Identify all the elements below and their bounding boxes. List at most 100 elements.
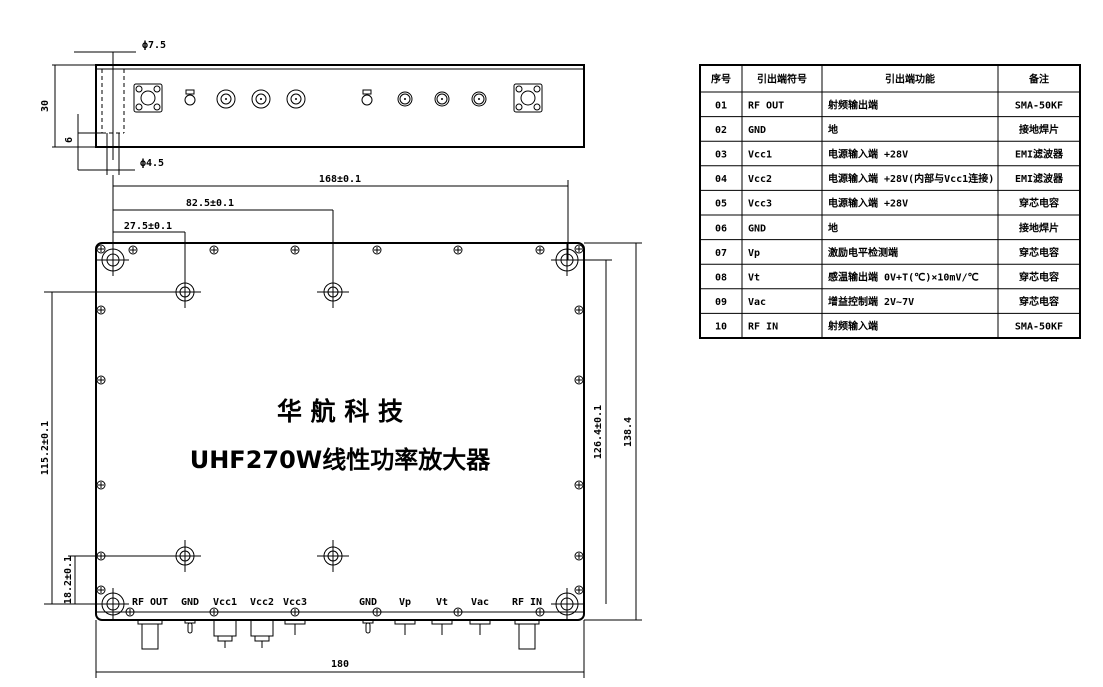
table-cell: EMI滤波器 <box>1015 172 1064 185</box>
pin-label: Vcc1 <box>213 597 237 608</box>
product-title: UHF270W线性功率放大器 <box>190 446 492 474</box>
table-cell: 引出端功能 <box>885 73 935 86</box>
table-cell: 接地焊片 <box>1019 123 1059 136</box>
dim-27-5: 27.5±0.1 <box>124 221 172 232</box>
pin-vp: Vp <box>394 597 416 635</box>
table-cell: 引出端符号 <box>757 73 807 86</box>
pin-gnd: GND <box>181 597 199 634</box>
pin-rf-in: RF IN <box>512 597 542 650</box>
table-cell: 09 <box>715 297 727 308</box>
table-cell: Vcc3 <box>748 199 772 210</box>
side-connector <box>434 91 450 107</box>
pin-label: Vp <box>399 597 411 608</box>
table-cell: 07 <box>715 248 727 259</box>
screw-icon <box>372 245 382 255</box>
table-cell: 增益控制端 2V~7V <box>828 295 914 308</box>
dim-82-5: 82.5±0.1 <box>186 198 234 209</box>
table-row: 09 Vac 增益控制端 2V~7V 穿芯电容 <box>715 295 1059 308</box>
table-cell: 地 <box>828 221 838 234</box>
screw-icon <box>574 551 584 561</box>
dim-phi-4-5: ϕ4.5 <box>140 158 164 169</box>
table-cell: RF OUT <box>748 100 784 111</box>
table-cell: 01 <box>715 100 727 111</box>
side-view: ϕ7.5 ϕ4.5 30 6 <box>40 40 585 175</box>
table-row: 06 GND 地 接地焊片 <box>715 221 1059 234</box>
side-connector <box>216 89 236 109</box>
pin-vcc1: Vcc1 <box>213 597 237 648</box>
table-cell: EMI滤波器 <box>1015 148 1064 161</box>
mounting-hole <box>551 588 583 620</box>
screw-icon <box>96 585 106 595</box>
screw-icon <box>574 480 584 490</box>
side-connector <box>361 89 373 106</box>
dim-138-4: 138.4 <box>623 417 634 447</box>
screw-icon <box>574 585 584 595</box>
table-cell: 感温输出端 0V+T(℃)×10mV/℃ <box>828 271 979 284</box>
table-cell: 穿芯电容 <box>1019 246 1059 259</box>
screw-icon <box>453 245 463 255</box>
side-connector <box>513 83 543 113</box>
pin-label: Vt <box>436 597 448 608</box>
pin-vac: Vac <box>469 597 491 635</box>
table-cell: Vac <box>748 297 766 308</box>
table-cell: Vcc1 <box>748 150 772 161</box>
table-cell: RF IN <box>748 322 778 333</box>
pin-label: RF IN <box>512 597 542 608</box>
table-cell: 接地焊片 <box>1019 221 1059 234</box>
screw-icon <box>290 607 300 617</box>
table-cell: 穿芯电容 <box>1019 197 1059 210</box>
table-cell: 激励电平检测端 <box>828 246 898 259</box>
table-header: 序号 引出端符号 引出端功能 备注 <box>711 73 1049 86</box>
screw-icon <box>574 305 584 315</box>
side-connector <box>133 83 163 113</box>
table-cell: GND <box>748 223 766 234</box>
screw-icon <box>128 245 138 255</box>
table-cell: 电源输入端 +28V <box>828 197 908 210</box>
table-cell: 穿芯电容 <box>1019 271 1059 284</box>
table-cell: 电源输入端 +28V(内部与Vcc1连接) <box>828 172 994 185</box>
dim-126-4: 126.4±0.1 <box>593 405 604 459</box>
pin-vcc2: Vcc2 <box>250 597 274 648</box>
table-cell: SMA-50KF <box>1015 322 1063 333</box>
table-cell: 06 <box>715 223 727 234</box>
table-cell: 射频输出端 <box>827 98 878 111</box>
table-cell: 03 <box>715 150 727 161</box>
dim-168: 168±0.1 <box>319 174 361 185</box>
screw-icon <box>290 245 300 255</box>
screw-icon <box>209 607 219 617</box>
side-connector <box>471 91 487 107</box>
side-connector <box>286 89 306 109</box>
pin-label: GND <box>181 597 199 608</box>
pin-rf-out: RF OUT <box>132 597 168 650</box>
table-cell: 电源输入端 +28V <box>828 148 908 161</box>
screw-icon <box>96 375 106 385</box>
table-cell: 地 <box>828 123 838 136</box>
screw-icon <box>96 244 106 254</box>
table-cell: 序号 <box>711 73 731 86</box>
table-row: 05 Vcc3 电源输入端 +28V 穿芯电容 <box>715 197 1059 210</box>
table-cell: 04 <box>715 174 727 185</box>
mounting-hole <box>317 540 349 572</box>
screw-icon <box>535 607 545 617</box>
screw-icon <box>372 607 382 617</box>
screw-icon <box>96 305 106 315</box>
table-cell: 穿芯电容 <box>1019 295 1059 308</box>
top-dimensions: 168±0.1 82.5±0.1 27.5±0.1 <box>112 174 569 292</box>
screw-icon <box>125 607 135 617</box>
pin-label: RF OUT <box>132 597 168 608</box>
dim-30: 30 <box>40 100 51 112</box>
table-cell: 备注 <box>1028 73 1049 86</box>
pin-vcc3: Vcc3 <box>283 597 307 635</box>
table-cell: 05 <box>715 199 727 210</box>
screw-icon <box>96 480 106 490</box>
table-row: 03 Vcc1 电源输入端 +28V EMI滤波器 <box>715 148 1064 161</box>
dim-6: 6 <box>64 137 75 143</box>
